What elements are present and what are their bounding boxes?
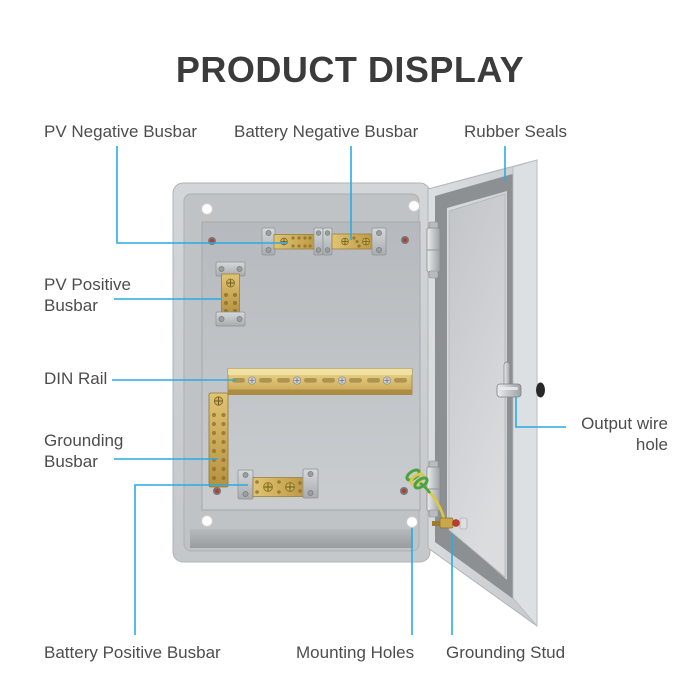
pv-positive-busbar bbox=[215, 261, 246, 327]
enclosure-bottom-shadow bbox=[190, 529, 413, 548]
din-rail-screw bbox=[247, 376, 392, 385]
label-pv-negative-busbar: PV Negative Busbar bbox=[44, 122, 198, 141]
grounding-busbar bbox=[208, 392, 229, 488]
door-latch-knob bbox=[536, 382, 545, 398]
page-title: PRODUCT DISPLAY bbox=[175, 49, 525, 90]
door-handle bbox=[496, 361, 522, 398]
callout-line-battery-positive-busbar bbox=[134, 484, 248, 635]
label-mounting-holes: Mounting Holes bbox=[296, 643, 415, 662]
panel-screw bbox=[401, 236, 409, 244]
label-din-rail: DIN Rail bbox=[44, 369, 108, 388]
mounting-hole bbox=[201, 515, 213, 527]
label-output-wire-hole: Output wire hole bbox=[581, 414, 668, 455]
door bbox=[427, 159, 545, 628]
label-pv-positive-busbar: PV Positive Busbar bbox=[44, 275, 131, 316]
din-rail bbox=[227, 368, 413, 395]
grounding-stud bbox=[432, 517, 468, 530]
label-battery-negative-busbar: Battery Negative Busbar bbox=[234, 122, 419, 141]
door-edge-strip bbox=[512, 159, 538, 628]
callout-line-pv-negative-busbar bbox=[116, 146, 288, 244]
battery-negative-busbar bbox=[322, 227, 387, 256]
label-grounding-stud: Grounding Stud bbox=[446, 643, 566, 662]
label-grounding-busbar: Grounding Busbar bbox=[44, 431, 124, 472]
grounding-wire bbox=[405, 468, 446, 519]
mounting-hole bbox=[406, 516, 418, 528]
label-rubber-seals: Rubber Seals bbox=[464, 122, 568, 141]
mounting-hole bbox=[201, 203, 213, 215]
panel-screw bbox=[400, 487, 408, 495]
callout-lines bbox=[112, 146, 566, 635]
rubber-seal bbox=[435, 173, 516, 601]
door-hinge bbox=[426, 460, 441, 518]
callout-line-output-wire-hole bbox=[515, 397, 566, 428]
label-battery-positive-busbar: Battery Positive Busbar bbox=[44, 643, 221, 662]
door-hinge bbox=[426, 221, 441, 279]
door-inner-panel bbox=[448, 193, 506, 578]
mounting-hole bbox=[408, 200, 420, 212]
panel-screw bbox=[213, 487, 221, 495]
